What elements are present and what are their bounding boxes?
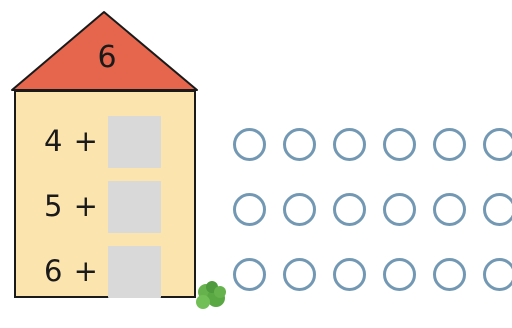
counter-circle[interactable]	[433, 258, 466, 291]
counter-circle[interactable]	[383, 128, 416, 161]
bush-icon	[196, 281, 226, 309]
counter-circle[interactable]	[283, 128, 316, 161]
counter-circle[interactable]	[283, 258, 316, 291]
counter-circle[interactable]	[333, 128, 366, 161]
answer-box-3[interactable]	[108, 246, 161, 298]
counter-circle[interactable]	[233, 258, 266, 291]
counter-circle[interactable]	[283, 193, 316, 226]
counter-circle[interactable]	[333, 193, 366, 226]
counter-circle[interactable]	[483, 128, 512, 161]
answer-box-1[interactable]	[108, 116, 161, 168]
counter-circle[interactable]	[433, 128, 466, 161]
addend-label-1: 4 +	[44, 124, 110, 158]
addend-label-3: 6 +	[44, 254, 110, 288]
roof-number: 6	[82, 40, 132, 75]
counter-circle[interactable]	[433, 193, 466, 226]
counter-circle[interactable]	[233, 128, 266, 161]
answer-box-2[interactable]	[108, 181, 161, 233]
counter-circle[interactable]	[483, 193, 512, 226]
counter-circle[interactable]	[383, 193, 416, 226]
addend-label-2: 5 +	[44, 189, 110, 223]
counter-circle[interactable]	[383, 258, 416, 291]
counter-circle[interactable]	[333, 258, 366, 291]
counter-circle[interactable]	[233, 193, 266, 226]
counter-circle[interactable]	[483, 258, 512, 291]
